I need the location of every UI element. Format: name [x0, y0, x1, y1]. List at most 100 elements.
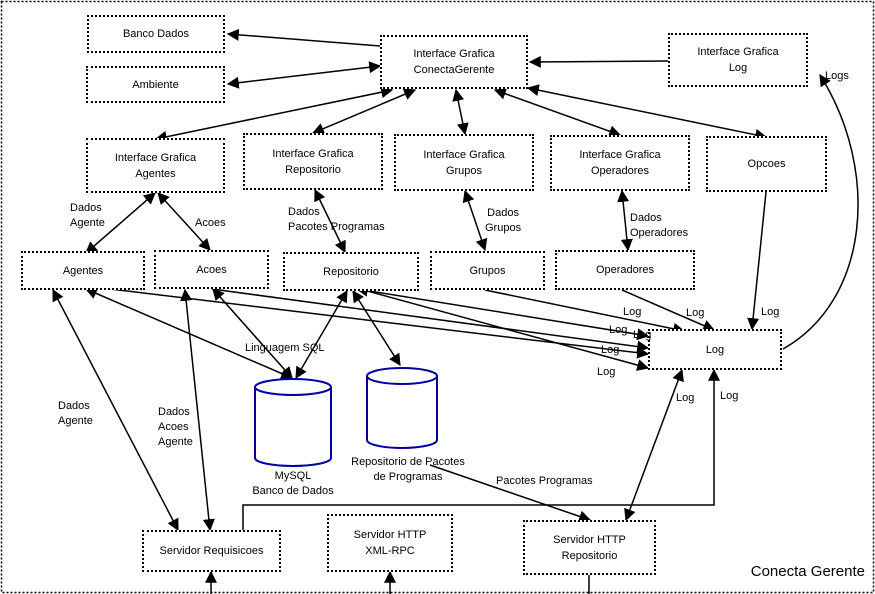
edge-ig-agentes-acoes — [157, 192, 211, 251]
edge-label-log-2: Log — [686, 307, 705, 319]
banco-dados-label: Banco Dados — [122, 28, 190, 40]
edge-ig-repo-repo — [314, 188, 346, 254]
ig-agentes-node[interactable]: Interface Grafica Agentes — [86, 138, 225, 193]
ig-repositorio-node[interactable]: Interface Grafica Repositorio — [243, 133, 383, 190]
package-repository-database-icon — [366, 367, 438, 449]
edge-repo-repopacotes — [352, 289, 401, 367]
mysql-caption-line1: MySQL — [274, 470, 312, 482]
log-label: Log — [705, 343, 725, 356]
repo-caption-line2: de Programas — [373, 471, 443, 483]
edge-label-daa-line3: Agente — [158, 436, 193, 448]
edge-acoes-log — [211, 288, 650, 353]
ambiente-node[interactable]: Ambiente — [86, 66, 225, 103]
banco-dados-node[interactable]: Banco Dados — [87, 15, 225, 53]
acoes-label: Acoes — [196, 263, 227, 276]
ig-operadores-line1: Interface Grafica — [579, 149, 661, 161]
edge-label-daa-line1: Dados — [158, 406, 190, 418]
mysql-database-icon — [254, 378, 332, 467]
servidor-requisicoes-node[interactable]: Servidor Requisicoes — [142, 530, 281, 572]
ig-conecta-line1: Interface Grafica — [413, 48, 495, 60]
edge-repositorio-log-2 — [359, 288, 650, 371]
repositorio-node[interactable]: Repositorio — [283, 252, 419, 291]
edge-label-dados-agente-line1: Dados — [70, 202, 102, 214]
edge-label-dados-grupos-line1: Dados — [487, 207, 519, 219]
repo-caption-line1: Repositorio de Pacotes — [351, 456, 465, 468]
edge-label-daa-line2: Acoes — [158, 421, 189, 433]
opcoes-label: Opcoes — [747, 158, 786, 170]
edge-label-dados-agente-line2: Agente — [70, 217, 105, 229]
ig-conecta-line2: ConectaGerente — [413, 64, 495, 76]
edge-conecta-ig-operadores — [493, 88, 622, 137]
servidor-xmlrpc-line1: Servidor HTTP — [353, 529, 427, 541]
edge-label-logs: Logs — [825, 70, 849, 82]
edge-ig-agentes-agentes — [85, 192, 156, 254]
edge-label-dados-pacotes-line1: Dados — [288, 206, 320, 218]
edge-label-dados-agente-2-line1: Dados — [58, 400, 90, 412]
servidor-xmlrpc-node[interactable]: Servidor HTTP XML-RPC — [327, 514, 453, 572]
servidor-repositorio-node[interactable]: Servidor HTTP Repositorio — [523, 520, 656, 575]
edge-label-pacotes-programas: Pacotes Programas — [496, 475, 593, 487]
edge-repopacotes-servrepo — [429, 464, 592, 523]
servidor-repo-line2: Repositorio — [561, 549, 618, 562]
servidor-repo-line1: Servidor HTTP — [553, 533, 626, 546]
edge-log-ui-conecta — [528, 55, 669, 68]
ig-repositorio-line2: Repositorio — [285, 163, 341, 176]
log-node[interactable]: Log — [648, 329, 782, 370]
edge-repositorio-log — [355, 284, 650, 341]
edge-conecta-ambiente — [226, 61, 382, 89]
opcoes-node[interactable]: Opcoes — [706, 136, 827, 192]
edge-label-dados-agente: Dados Agente — [70, 201, 105, 231]
frame-title: Conecta Gerente — [750, 563, 865, 580]
grupos-node[interactable]: Grupos — [430, 251, 545, 290]
edge-label-log-7: Log — [597, 366, 616, 378]
edge-conecta-ig-grupos — [452, 88, 469, 136]
edge-label-acoes: Acoes — [195, 217, 226, 229]
edge-servrepo-log — [624, 368, 684, 522]
edge-label-dados-operadores: Dados Operadores — [630, 211, 688, 241]
edge-log-logs-curve — [782, 73, 859, 350]
edge-ig-operadores-operadores — [617, 189, 633, 252]
edge-conecta-banco — [226, 28, 381, 47]
servidor-xmlrpc-line2: XML-RPC — [365, 545, 415, 557]
edge-label-dados-grupos: Dados Grupos — [485, 206, 521, 236]
edge-label-dados-agente-2-line2: Agente — [58, 415, 93, 427]
ig-grupos-line1: Interface Grafica — [423, 148, 505, 161]
ig-operadores-line2: Operadores — [590, 165, 650, 177]
edge-acoes-mysql — [212, 288, 293, 379]
edge-label-log-8: Log — [676, 392, 695, 404]
ig-grupos-node[interactable]: Interface Grafica Grupos — [394, 134, 534, 191]
edge-label-log-4: Log — [609, 324, 628, 336]
edge-label-dados-operadores-line1: Dados — [630, 212, 662, 224]
edge-servreq-log — [242, 368, 720, 530]
agentes-label: Agentes — [62, 264, 104, 277]
edge-grupos-log — [484, 289, 686, 335]
ig-grupos-line2: Grupos — [445, 164, 483, 177]
ig-conecta-gerente-node[interactable]: Interface Grafica ConectaGerente — [380, 35, 528, 89]
operadores-node[interactable]: Operadores — [555, 250, 695, 290]
ig-agentes-line1: Interface Grafica — [114, 151, 197, 164]
edge-label-linguagem-sql: Linguagem SQL — [245, 342, 325, 354]
edge-opcoes-log — [747, 191, 767, 331]
edge-label-dados-pacotes: Dados Pacotes Programas — [288, 205, 385, 235]
acoes-node[interactable]: Acoes — [154, 250, 269, 289]
edge-label-dados-grupos-line2: Grupos — [485, 222, 522, 234]
edge-label-dados-pacotes-line2: Pacotes Programas — [288, 221, 385, 233]
edge-label-dados-agente-2: Dados Agente — [58, 399, 93, 429]
ig-agentes-line2: Agentes — [135, 167, 176, 180]
ig-operadores-node[interactable]: Interface Grafica Operadores — [550, 135, 690, 191]
ig-log-line1: Interface Grafica — [697, 46, 779, 58]
edge-label-log-3: Log — [761, 306, 780, 318]
edge-acoes-servreq — [180, 288, 215, 532]
edge-conecta-ig-repositorio — [311, 88, 417, 135]
ambiente-label: Ambiente — [132, 78, 179, 91]
servidor-requisicoes-label: Servidor Requisicoes — [159, 545, 264, 557]
edge-label-log-1: Log — [623, 306, 642, 318]
repositorio-label: Repositorio — [323, 265, 379, 278]
agentes-node[interactable]: Agentes — [21, 251, 145, 290]
ig-log-node[interactable]: Interface Grafica Log — [668, 33, 808, 87]
edge-label-dados-operadores-line2: Operadores — [630, 227, 689, 239]
ig-repositorio-line1: Interface Grafica — [272, 147, 354, 160]
